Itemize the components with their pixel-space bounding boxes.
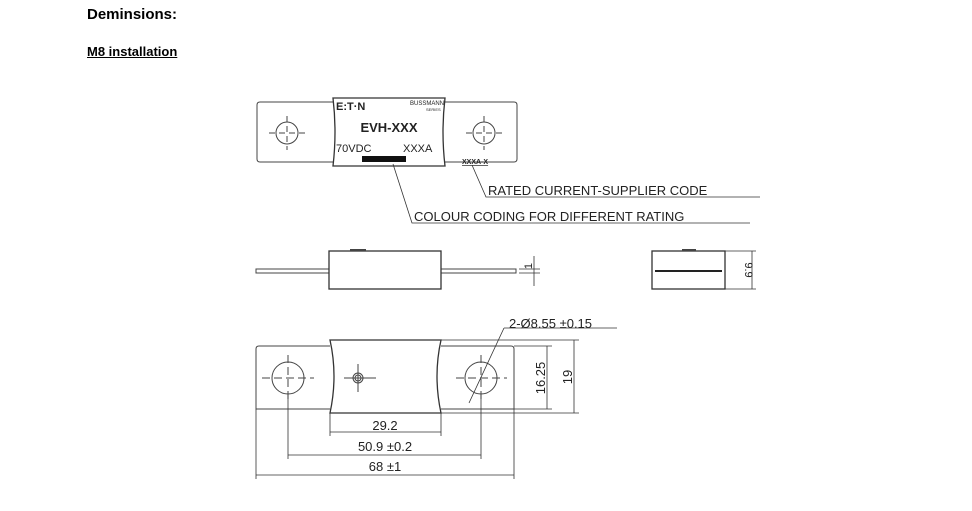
mounting-hole-left (269, 116, 305, 150)
body-width-dimension: 29.2 (372, 418, 397, 433)
supplier-code-label: XXXA-X (462, 159, 488, 166)
bussmann-logo: BUSSMANN (410, 101, 444, 107)
section-subheading: M8 installation (87, 44, 178, 59)
colour-coding-callout: COLOUR CODING FOR DIFFERENT RATING (414, 209, 684, 224)
end-view: 9.9 (651, 249, 756, 290)
eaton-logo: E:T·N (336, 101, 365, 113)
hole-diameter-dimension: 2-Ø8.55 ±0.15 (509, 316, 592, 331)
hole-pitch-dimension: 50.9 ±0.2 (358, 439, 412, 454)
side-view: 1 (255, 249, 540, 290)
thickness-dimension: 1 (523, 263, 535, 269)
section-heading: Deminsions: (87, 6, 178, 23)
voltage-label: 70VDC (336, 143, 372, 155)
colour-code-bar (362, 156, 406, 162)
mounting-hole-left (262, 355, 314, 401)
rated-current-callout: RATED CURRENT-SUPPLIER CODE (488, 183, 708, 198)
current-label: XXXA (403, 143, 433, 155)
bottom-view: 2-Ø8.55 ±0.15 29.2 50.9 ±0.2 68 ±1 16.25… (255, 316, 617, 479)
height-dimension: 9.9 (742, 262, 754, 277)
indicator-hole (344, 364, 376, 392)
tab-width-dimension: 16.25 (533, 362, 548, 395)
body-depth-dimension: 19 (560, 370, 575, 384)
mounting-hole-right (466, 116, 502, 150)
model-label: EVH-XXX (360, 120, 417, 135)
total-length-dimension: 68 ±1 (369, 459, 401, 474)
mounting-hole-right (456, 355, 507, 401)
top-view: E:T·N BUSSMANN SERIES EVH-XXX 70VDC XXXA… (256, 97, 760, 224)
series-label: SERIES (426, 107, 441, 112)
